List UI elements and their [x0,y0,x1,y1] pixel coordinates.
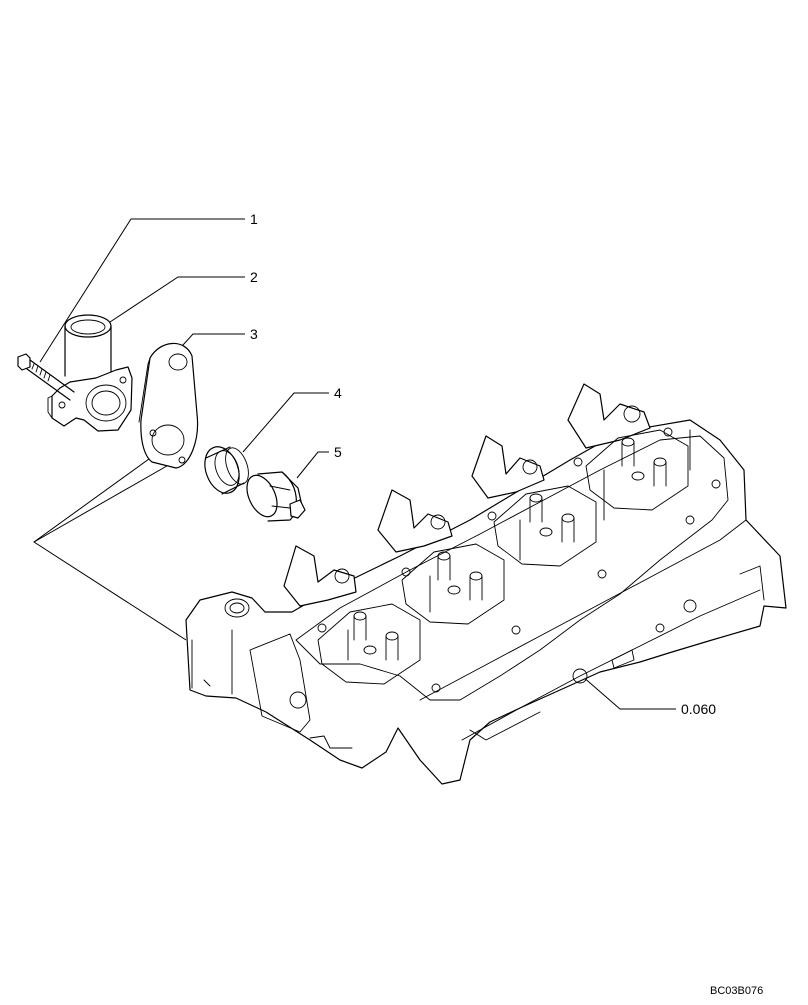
seal-ring-part-4[interactable] [199,442,253,498]
valve-chamber-1 [317,603,421,685]
valve-chamber-4 [585,429,689,511]
assembly-leader [33,450,187,641]
gasket-part-3[interactable] [138,342,199,469]
thermostat-housing-part-2[interactable] [47,314,133,432]
head-bolt-holes [317,427,721,693]
cylinder-head[interactable] [185,383,787,785]
valve-chamber-2 [401,543,505,625]
reference-callout-0060[interactable]: 0.060 [581,675,716,717]
valve-chamber-3 [493,485,597,567]
bolt-part-1[interactable] [17,353,75,401]
callout-label-2: 2 [250,269,258,285]
reference-label: 0.060 [681,701,716,717]
callout-5[interactable]: 5 [296,444,342,479]
callout-label-1: 1 [250,211,258,227]
figure-code: BC03B076 [710,985,763,997]
callout-4[interactable]: 4 [242,385,342,453]
callout-label-5: 5 [334,444,342,460]
thermostat-part-5[interactable] [241,471,306,522]
callout-label-4: 4 [334,385,342,401]
front-face [191,598,353,749]
callout-label-3: 3 [250,326,258,342]
callout-1[interactable]: 1 [39,211,258,363]
callout-2[interactable]: 2 [109,269,258,323]
lower-rail [347,429,765,741]
